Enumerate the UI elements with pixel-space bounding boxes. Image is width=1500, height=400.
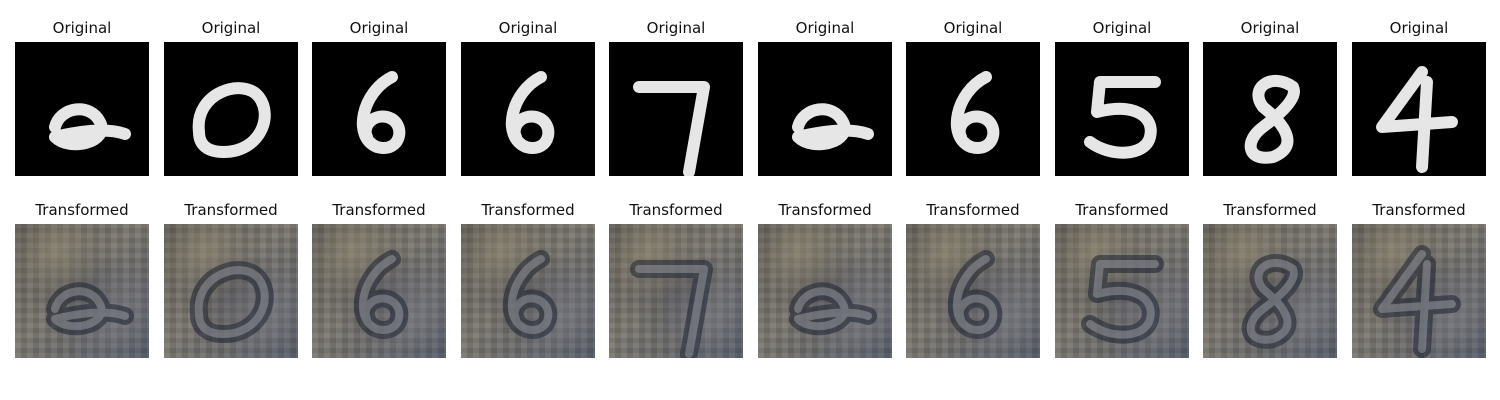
original-title: Original [498, 19, 558, 37]
transformed-digit-image [758, 224, 892, 358]
original-digit-image [906, 42, 1040, 176]
transformed-title: Transformed [184, 201, 278, 219]
transformed-digit-image [164, 224, 298, 358]
transformed-digit-image [15, 224, 149, 358]
transformed-title: Transformed [1223, 201, 1317, 219]
original-digit-image [312, 42, 446, 176]
original-digit-image [758, 42, 892, 176]
original-title: Original [943, 19, 1003, 37]
transformed-title: Transformed [1075, 201, 1169, 219]
original-digit-image [15, 42, 149, 176]
transformed-digit-image [1352, 224, 1486, 358]
transformed-digit-image [461, 224, 595, 358]
original-digit-image [164, 42, 298, 176]
transformed-digit-image [1203, 224, 1337, 358]
transformed-digit-image [1055, 224, 1189, 358]
original-title: Original [1240, 19, 1300, 37]
original-title: Original [349, 19, 409, 37]
original-title: Original [795, 19, 855, 37]
original-title: Original [1092, 19, 1152, 37]
transformed-title: Transformed [778, 201, 872, 219]
original-digit-image [1203, 42, 1337, 176]
transformed-digit-image [312, 224, 446, 358]
transformed-title: Transformed [629, 201, 723, 219]
transformed-title: Transformed [1372, 201, 1466, 219]
transformed-title: Transformed [481, 201, 575, 219]
original-title: Original [52, 19, 112, 37]
original-digit-image [609, 42, 743, 176]
original-title: Original [646, 19, 706, 37]
original-digit-image [1352, 42, 1486, 176]
transformed-title: Transformed [35, 201, 129, 219]
original-title: Original [201, 19, 261, 37]
transformed-digit-image [609, 224, 743, 358]
transformed-digit-image [906, 224, 1040, 358]
transformed-title: Transformed [332, 201, 426, 219]
original-title: Original [1389, 19, 1449, 37]
original-digit-image [461, 42, 595, 176]
original-digit-image [1055, 42, 1189, 176]
transformed-title: Transformed [926, 201, 1020, 219]
